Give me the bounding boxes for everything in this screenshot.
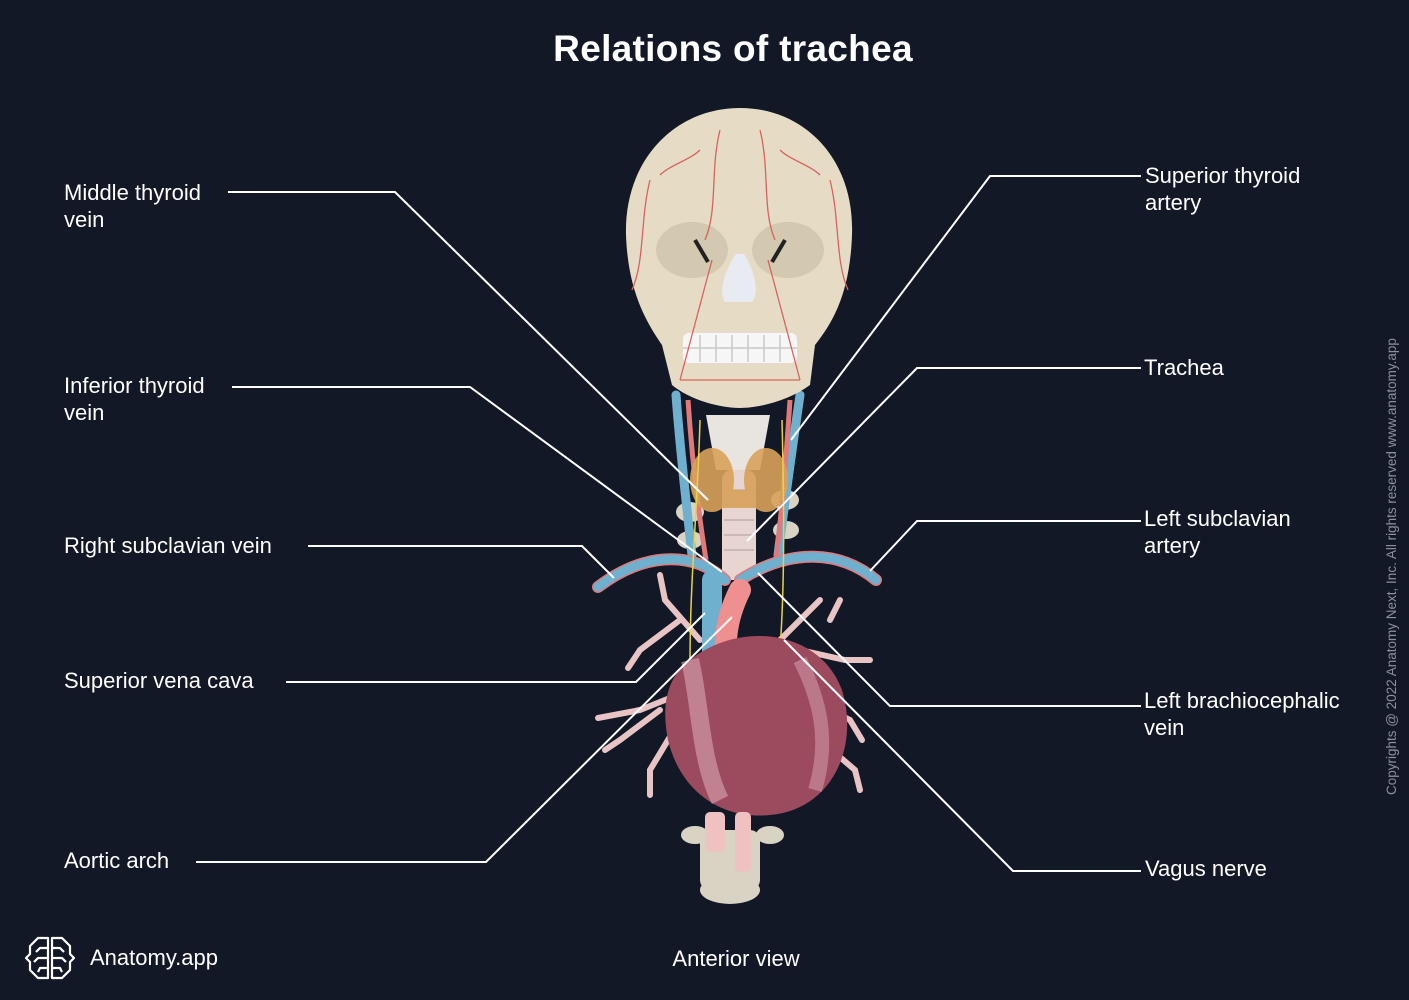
brand-logo: Anatomy.app [24,934,218,982]
page-title: Relations of trachea [553,28,913,69]
label-vagus-nerve: Vagus nerve [1145,856,1267,881]
leader-lines [196,175,1141,872]
leader-aortic-arch [196,616,733,863]
leader-left-subclavian-artery [869,520,1141,572]
brain-icon [24,936,76,980]
label-superior-vena-cava: Superior vena cava [64,668,254,693]
leader-superior-vena-cava [286,612,706,683]
copyright-notice: Copyrights @ 2022 Anatomy Next, Inc. All… [1384,338,1399,795]
label-left-brachiocephalic-vein: Left brachiocephalic vein [1144,688,1340,740]
leader-middle-thyroid-vein [228,191,709,501]
brand-name: Anatomy.app [90,945,219,970]
label-right-subclavian-vein: Right subclavian vein [64,533,272,558]
label-aortic-arch: Aortic arch [64,848,170,873]
leader-vagus-nerve [783,639,1141,872]
view-caption: Anterior view [672,946,800,971]
leader-superior-thyroid-artery [790,175,1141,441]
leader-left-brachiocephalic-vein [757,572,1141,707]
leader-right-subclavian-vein [308,545,615,579]
leader-trachea [746,367,1141,542]
label-superior-thyroid-artery: Superior thyroid artery [1145,163,1301,215]
thyroid-gland [690,448,788,512]
label-trachea: Trachea [1144,355,1224,380]
leader-inferior-thyroid-vein [232,386,723,573]
label-left-subclavian-artery: Left subclavian artery [1144,506,1291,558]
label-middle-thyroid-vein: Middle thyroid vein [64,180,201,232]
heart [665,636,848,872]
label-inferior-thyroid-vein: Inferior thyroid vein [64,373,205,425]
skull [625,108,853,408]
